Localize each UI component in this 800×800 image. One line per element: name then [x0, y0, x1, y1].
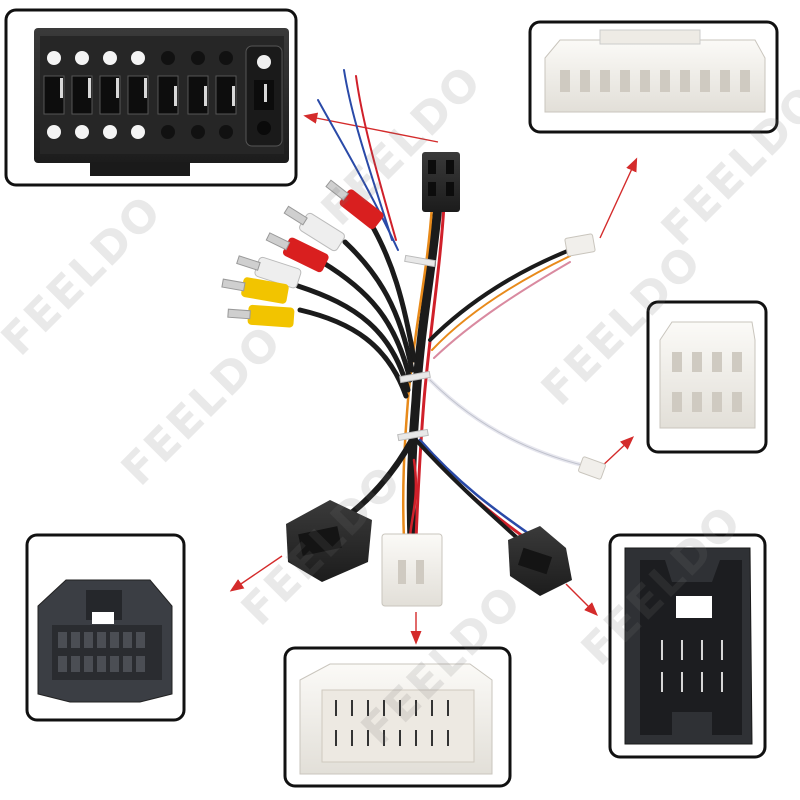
inset-top-left-black-16pin-connector — [4, 8, 298, 187]
pointer-arrows — [229, 112, 638, 645]
inset-bottom-right-black-connector — [608, 533, 767, 759]
harness-right-white-small-connector — [564, 233, 596, 257]
arrow-to-middle-right-inset — [599, 436, 635, 469]
harness-top-black-connector — [422, 152, 460, 212]
harness-wires — [295, 69, 588, 548]
harness-bottom-right-black-connector — [508, 526, 572, 596]
harness-lower-right-white-tiny-connector — [578, 456, 606, 480]
harness-bottom-center-white-connector — [381, 533, 443, 607]
arrow-to-bottom-left-inset — [229, 555, 283, 592]
inset-bottom-center-white-connector — [283, 646, 512, 788]
arrow-to-bottom-right-inset — [565, 583, 598, 616]
inset-middle-right-white-small-connector — [646, 300, 768, 454]
harness-bottom-left-black-connector — [286, 500, 372, 582]
arrow-to-top-right-inset — [599, 157, 638, 239]
rca-plugs — [221, 179, 384, 328]
inset-top-right-white-connector — [528, 20, 779, 134]
arrow-to-top-left-inset — [303, 112, 439, 143]
inset-bottom-left-black-connector — [25, 533, 186, 722]
